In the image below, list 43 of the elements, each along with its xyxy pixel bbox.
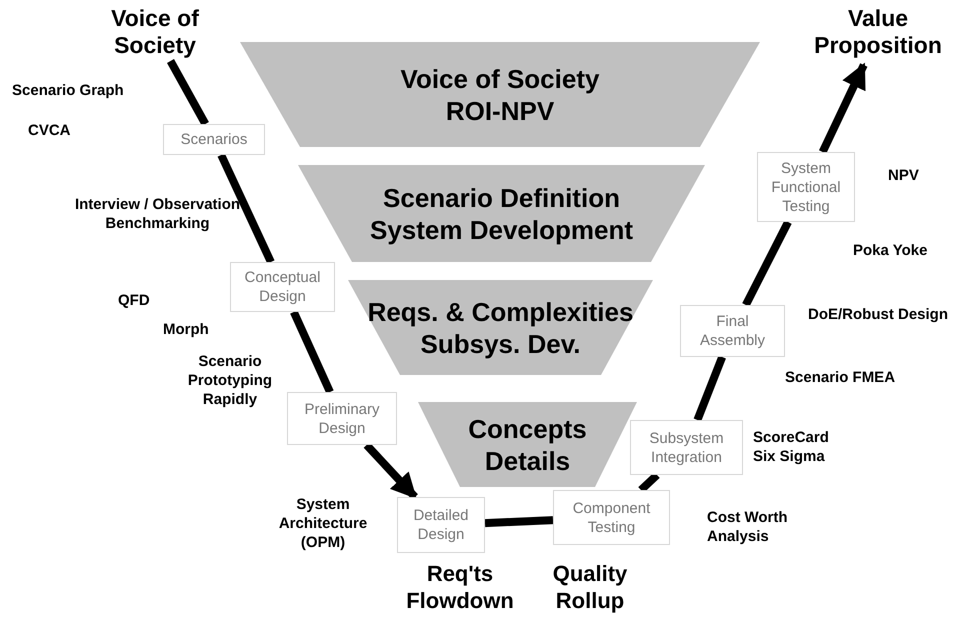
band-title: Details (484, 444, 570, 476)
heading-text: Value Proposition (800, 5, 956, 65)
band-title: Voice of Society (400, 62, 600, 94)
method-label: ScoreCard Six Sigma (753, 428, 830, 466)
method-label: QFD (118, 291, 151, 310)
band-title: Concepts (468, 412, 587, 444)
method-label: Interview / Observation Benchmarking (74, 195, 242, 233)
method-label: Morph (163, 320, 210, 339)
method-label: System Architecture (OPM) (278, 495, 368, 552)
stage-box: Detailed Design (397, 497, 485, 553)
connector-line (484, 516, 554, 528)
method-label: Cost Worth Analysis (707, 508, 789, 546)
method-label: Poka Yoke (853, 241, 928, 260)
connector-line (694, 356, 726, 422)
connector-line (167, 59, 209, 126)
phase-label: Req'ts Flowdown (405, 560, 515, 614)
heading-text: Voice of Society (95, 5, 215, 61)
method-label: Scenario Prototyping Rapidly (186, 352, 274, 409)
connector-line (290, 310, 334, 394)
connector-line (218, 153, 275, 264)
method-label: DoE/Robust Design (808, 305, 950, 324)
stage-box: Preliminary Design (287, 392, 397, 445)
band-title: Scenario Definition (383, 182, 620, 214)
stage-box: Scenarios (163, 124, 265, 155)
band-title: ROI-NPV (446, 94, 554, 126)
funnel-band (298, 165, 705, 262)
method-label: CVCA (28, 121, 72, 140)
band-title: Subsys. Dev. (420, 328, 580, 360)
method-label: Scenario FMEA (785, 368, 896, 387)
arrow (818, 62, 868, 154)
funnel-band (348, 280, 653, 375)
method-label: Scenario Graph (12, 81, 125, 100)
stage-box: Component Testing (553, 490, 670, 545)
stage-box: Subsystem Integration (630, 420, 743, 475)
stage-box: Conceptual Design (230, 262, 335, 312)
stage-box: Final Assembly (680, 305, 785, 357)
band-title: System Development (370, 214, 633, 246)
funnel-band (418, 402, 637, 487)
phase-label: Quality Rollup (552, 560, 628, 614)
method-label: NPV (888, 166, 920, 185)
band-title: Reqs. & Complexities (368, 296, 634, 328)
stage-box: System Functional Testing (757, 152, 855, 222)
connector-line (742, 220, 792, 307)
